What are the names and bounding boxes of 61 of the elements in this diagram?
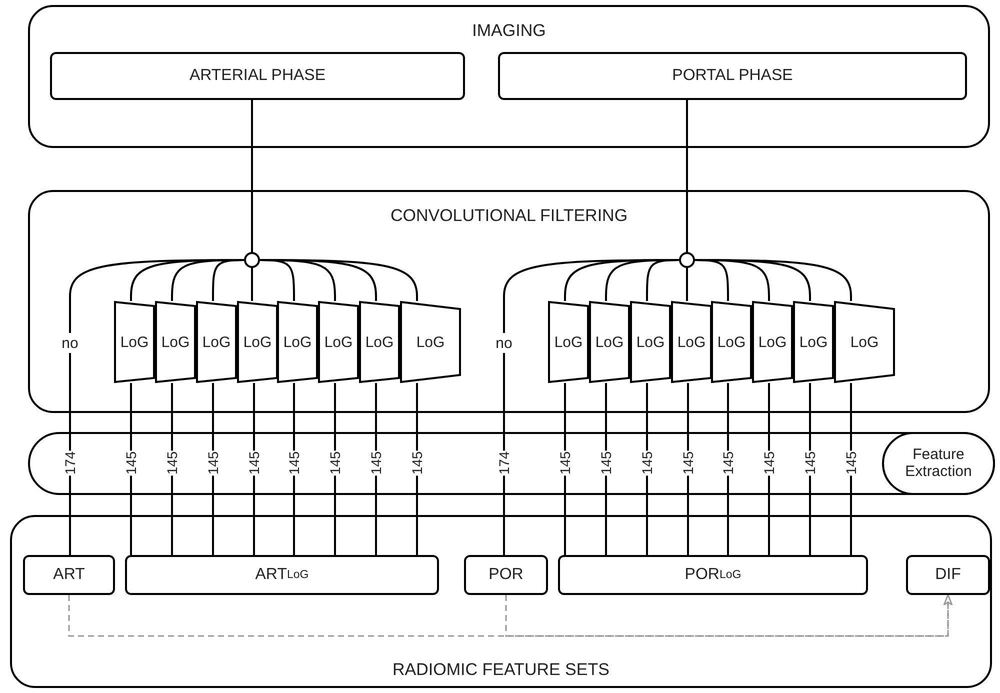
edge-label: 145 (124, 450, 138, 476)
filter-label: LoG (799, 334, 828, 350)
connector-line (503, 353, 505, 555)
connector-line (695, 259, 852, 301)
edge-label: 145 (328, 450, 342, 476)
connector-line (212, 259, 244, 301)
filter-label: LoG (243, 334, 272, 350)
filter-label: LoG (416, 334, 445, 350)
edge-label: 145 (844, 450, 858, 476)
feature-set-box: POR (464, 555, 548, 595)
connector-line (260, 259, 418, 301)
connector-line (69, 353, 71, 555)
filter-label: LoG (677, 334, 706, 350)
edge-label: 145 (165, 450, 179, 476)
panel-title: IMAGING (472, 21, 546, 41)
edge-label: 145 (410, 450, 424, 476)
filter-label: LoG (120, 334, 149, 350)
edge-label: 145 (640, 450, 654, 476)
feature-set-box: ART (23, 555, 115, 595)
edge-label: 145 (762, 450, 776, 476)
connector-line (251, 268, 253, 301)
connector-line (686, 268, 688, 301)
edge-label: 145 (681, 450, 695, 476)
filter-label: LoG (758, 334, 787, 350)
edge-label: 174 (497, 450, 511, 476)
group-panel (10, 515, 992, 688)
edge-label: 145 (247, 450, 261, 476)
connector-line (251, 100, 253, 252)
feature-set-box: DIF (906, 555, 990, 595)
edge-label: 145 (558, 450, 572, 476)
filter-label: LoG (283, 334, 312, 350)
edge-label: 174 (63, 450, 77, 476)
filter-label: LoG (324, 334, 353, 350)
filter-label: LoG (850, 334, 879, 350)
filter-label: no (496, 334, 512, 352)
filter-label: LoG (595, 334, 624, 350)
edge-label: 145 (206, 450, 220, 476)
edge-label: 145 (287, 450, 301, 476)
connector-line (686, 100, 688, 252)
filter-label: LoG (636, 334, 665, 350)
edge-label: 145 (369, 450, 383, 476)
group-panel (28, 190, 990, 413)
panel-title: RADIOMIC FEATURE SETS (392, 660, 610, 680)
panel-title: CONVOLUTIONAL FILTERING (390, 206, 628, 226)
group-panel (28, 5, 990, 148)
edge-label: 145 (599, 450, 613, 476)
filter-label: LoG (365, 334, 394, 350)
filter-label: no (62, 334, 78, 352)
filter-label: LoG (554, 334, 583, 350)
junction-circle (244, 252, 260, 268)
filter-label: LoG (717, 334, 746, 350)
stadium-box: Feature Extraction (882, 432, 995, 495)
phase-box: PORTAL PHASE (498, 52, 967, 100)
edge-label: 145 (803, 450, 817, 476)
filter-label: LoG (202, 334, 231, 350)
connector-line (646, 259, 680, 301)
phase-box: ARTERIAL PHASE (50, 52, 465, 100)
junction-circle (679, 252, 695, 268)
dashed-arrow (505, 594, 953, 637)
filter-label: LoG (161, 334, 190, 350)
edge-label: 145 (721, 450, 735, 476)
